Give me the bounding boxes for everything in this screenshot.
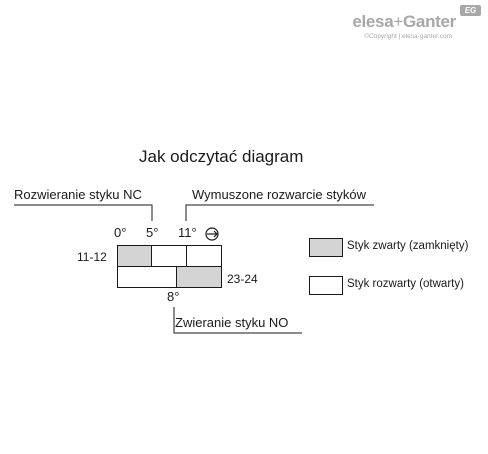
row-1-closed-cell <box>117 245 152 267</box>
nc-opening-label: Rozwieranie styku NC <box>14 187 142 202</box>
forced-opening-label: Wymuszone rozwarcie styków <box>192 187 366 202</box>
forced-opening-bracket <box>185 204 374 221</box>
row-1-open-cell-b <box>186 245 222 267</box>
diagram-title: Jak odczytać diagram <box>139 147 304 166</box>
brand-plus: + <box>393 12 403 31</box>
row-2-open-cell <box>117 266 177 288</box>
legend-closed-swatch <box>309 238 343 257</box>
no-closing-bracket <box>173 307 302 334</box>
forced-opening-icon <box>205 227 219 241</box>
row-11-12-label: 11-12 <box>77 250 107 264</box>
brand-name-part2: Ganter <box>403 12 456 31</box>
brand-badge: EG <box>460 5 481 16</box>
copyright-text: ©Copyright | elesa-ganter.com <box>364 33 452 40</box>
row-2-closed-cell <box>176 266 222 288</box>
angle-8-label: 8° <box>167 289 180 304</box>
angle-0-label: 0° <box>114 225 127 240</box>
nc-opening-bracket <box>14 204 153 221</box>
row-23-24-label: 23-24 <box>227 272 258 286</box>
row-1-open-cell-a <box>151 245 187 267</box>
legend-open-label: Styk rozwarty (otwarty) <box>347 278 464 290</box>
legend-open-swatch <box>309 276 343 295</box>
brand-name-part1: elesa <box>352 12 394 31</box>
legend-closed-label: Styk zwarty (zamknięty) <box>347 240 469 252</box>
brand-logo: elesa+Ganter <box>352 12 456 32</box>
no-closing-label: Zwieranie styku NO <box>175 315 289 330</box>
angle-5-label: 5° <box>146 225 159 240</box>
angle-11-label: 11° <box>178 225 197 240</box>
